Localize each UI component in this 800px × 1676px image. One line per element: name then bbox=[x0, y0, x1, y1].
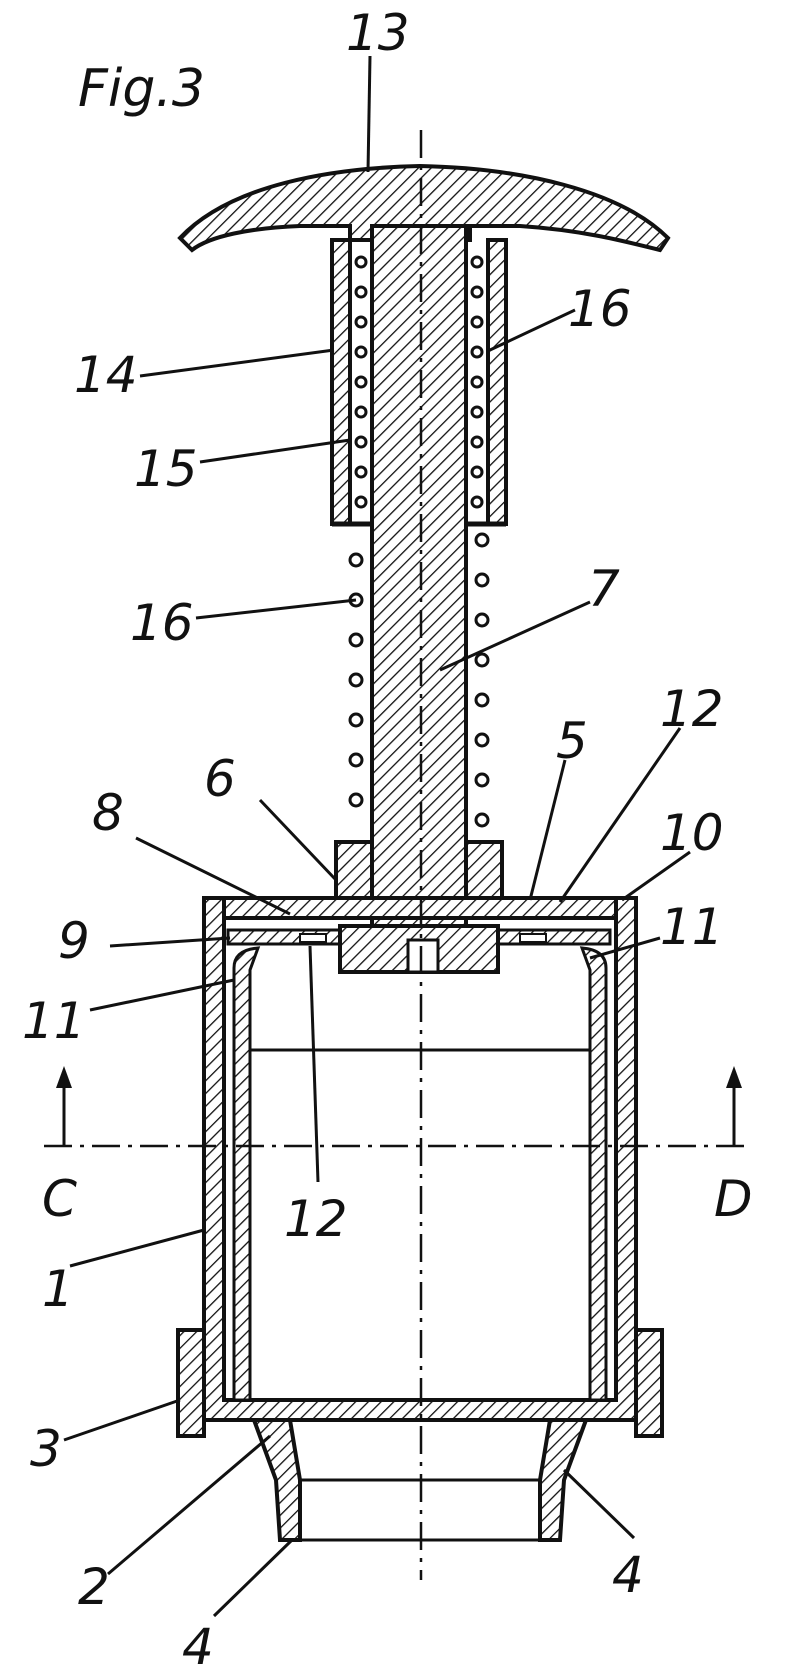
label-7: 7 bbox=[588, 560, 620, 618]
plunger-stem bbox=[370, 224, 468, 928]
section-mark-c: C bbox=[42, 1170, 77, 1228]
label-11-right: 11 bbox=[660, 898, 724, 956]
label-15: 15 bbox=[134, 440, 198, 498]
label-2: 2 bbox=[78, 1558, 110, 1616]
inner-liner bbox=[232, 946, 261, 1402]
sleeve-wall-right bbox=[486, 238, 508, 526]
collar bbox=[334, 840, 374, 900]
label-4-right: 4 bbox=[612, 1546, 644, 1604]
label-16-upper: 16 bbox=[568, 280, 632, 338]
label-12-upper: 12 bbox=[660, 680, 724, 738]
label-13: 13 bbox=[346, 4, 410, 62]
flange-left bbox=[176, 1328, 206, 1438]
label-9: 9 bbox=[58, 912, 90, 970]
section-arrow-left bbox=[56, 1066, 72, 1146]
label-12-lower: 12 bbox=[284, 1190, 348, 1248]
figure-title: Fig.3 bbox=[78, 59, 205, 119]
label-5: 5 bbox=[556, 712, 588, 770]
housing-shell bbox=[202, 896, 638, 1422]
label-1: 1 bbox=[42, 1260, 74, 1318]
collar-right bbox=[464, 840, 504, 900]
knob-head bbox=[177, 163, 671, 253]
section-mark-d: D bbox=[714, 1170, 753, 1228]
inner-liner-right bbox=[579, 946, 608, 1402]
label-4-bottom: 4 bbox=[182, 1618, 214, 1676]
label-6: 6 bbox=[204, 750, 236, 808]
sleeve-wall-left bbox=[330, 238, 352, 526]
label-16-lower: 16 bbox=[130, 594, 194, 652]
bottom-spout bbox=[251, 1418, 302, 1542]
flange-right bbox=[634, 1328, 664, 1438]
spring-coils bbox=[348, 255, 490, 828]
label-10: 10 bbox=[660, 804, 724, 862]
label-3: 3 bbox=[30, 1420, 62, 1478]
section-arrow-right bbox=[726, 1066, 742, 1146]
label-11-left: 11 bbox=[22, 992, 86, 1050]
leader-lines bbox=[63, 55, 691, 1618]
label-14: 14 bbox=[74, 346, 138, 404]
bottom-spout-right bbox=[538, 1418, 589, 1542]
label-8: 8 bbox=[92, 784, 124, 842]
